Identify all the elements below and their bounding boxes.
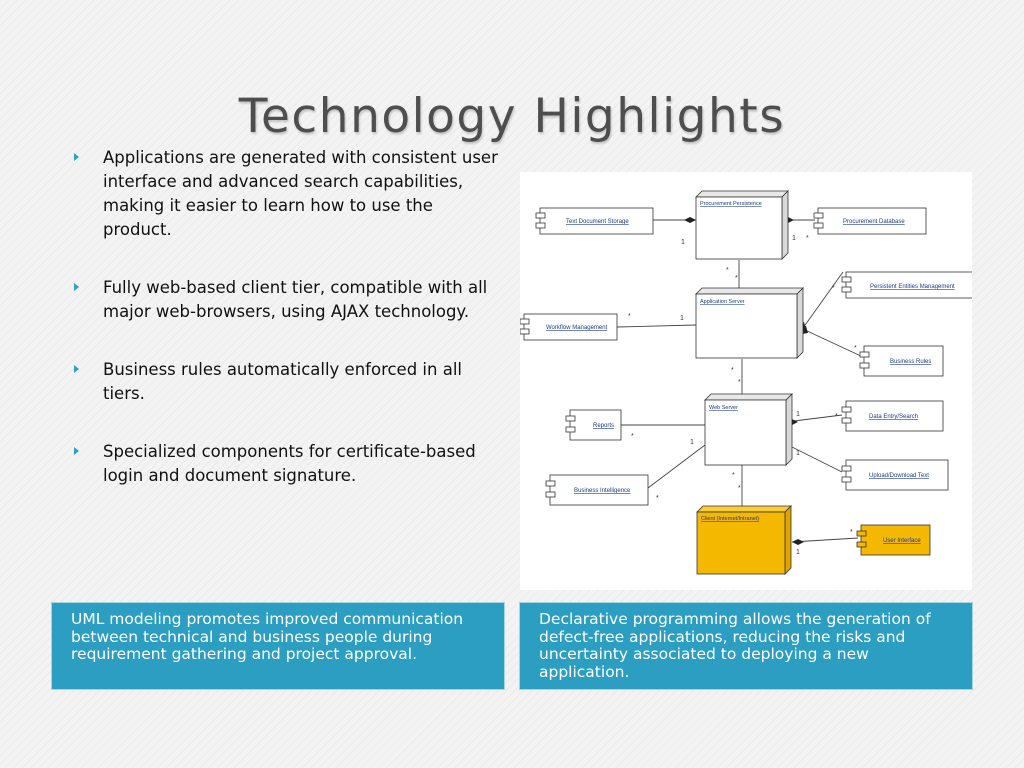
svg-text:*: * [854, 345, 857, 352]
bullet-text: Fully web-based client tier, compatible … [103, 278, 488, 321]
component-persistent-entities-management: Persistent Entities Management [841, 271, 972, 299]
svg-text:*: * [732, 472, 735, 479]
aggregation-diamonds [684, 217, 808, 545]
svg-text:*: * [738, 485, 741, 492]
svg-text:*: * [850, 529, 853, 536]
component-procurement-database: Procurement Database [813, 207, 927, 235]
svg-text:Application Server: Application Server [700, 299, 745, 305]
callout-text: Declarative programming allows the gener… [539, 610, 931, 681]
svg-text:*: * [806, 235, 809, 242]
multiplicity-labels: 1 1 * * * * 1 * 1 * * * 1 * 1 * 1 * * * … [628, 235, 857, 556]
svg-text:*: * [735, 275, 738, 282]
bullet-item: Applications are generated with consiste… [70, 146, 500, 242]
svg-text:Procurement Persistence: Procurement Persistence [700, 201, 762, 207]
connector-lines [616, 219, 864, 543]
component-workflow-management: Workflow Management [520, 313, 618, 341]
callout-text: UML modeling promotes improved communica… [71, 610, 464, 663]
node-client: Client (Internet/Intranet) [696, 505, 792, 575]
svg-text:Business Rules: Business Rules [890, 359, 931, 365]
svg-text:*: * [835, 413, 838, 420]
svg-text:*: * [628, 313, 631, 320]
callout-declarative-programming: Declarative programming allows the gener… [519, 602, 973, 690]
svg-text:1: 1 [690, 439, 694, 446]
node-procurement-persistence: Procurement Persistence [695, 190, 789, 260]
svg-text:Upload/Download Text: Upload/Download Text [869, 473, 929, 479]
svg-text:1: 1 [681, 239, 685, 246]
diagram-canvas: 1 1 * * * * 1 * 1 * * * 1 * 1 * 1 * * * … [520, 190, 972, 575]
triangle-bullet-icon [74, 283, 79, 291]
bullet-item: Fully web-based client tier, compatible … [70, 276, 500, 324]
bullet-text: Business rules automatically enforced in… [103, 360, 462, 403]
svg-text:*: * [738, 379, 741, 386]
svg-text:*: * [726, 267, 729, 274]
node-web-server: Web Server [704, 393, 793, 466]
triangle-bullet-icon [74, 447, 79, 455]
svg-text:*: * [631, 433, 634, 440]
slide-title: Technology Highlights [238, 89, 786, 145]
bullet-text: Applications are generated with consiste… [103, 148, 498, 239]
component-user-interface: User Interface [856, 524, 931, 556]
svg-text:Data Entry/Search: Data Entry/Search [869, 414, 918, 420]
svg-text:Workflow Management: Workflow Management [546, 325, 608, 331]
bullet-item: Business rules automatically enforced in… [70, 358, 500, 406]
svg-text:*: * [731, 367, 734, 374]
svg-text:*: * [656, 495, 659, 502]
bullet-text: Specialized components for certificate-b… [103, 442, 476, 485]
component-text-document-storage: Text Document Storage [535, 207, 654, 235]
svg-text:1: 1 [680, 315, 684, 322]
bullet-list: Applications are generated with consiste… [70, 146, 500, 522]
svg-text:Text Document Storage: Text Document Storage [566, 219, 629, 225]
callout-uml-modeling: UML modeling promotes improved communica… [51, 602, 505, 690]
svg-text:Persistent Entities Management: Persistent Entities Management [870, 284, 955, 290]
component-data-entry-search: Data Entry/Search [841, 400, 944, 432]
svg-text:1: 1 [792, 235, 796, 242]
component-upload-download-text: Upload/Download Text [841, 459, 949, 491]
svg-text:1: 1 [796, 450, 800, 457]
svg-text:*: * [832, 285, 835, 292]
bullet-item: Specialized components for certificate-b… [70, 440, 500, 488]
svg-text:1: 1 [796, 411, 800, 418]
svg-text:Reports: Reports [593, 423, 614, 429]
svg-text:Web Server: Web Server [709, 405, 738, 411]
node-application-server: Application Server [695, 287, 804, 359]
svg-text:Procurement Database: Procurement Database [843, 219, 905, 225]
triangle-bullet-icon [74, 365, 79, 373]
svg-text:1: 1 [796, 549, 800, 556]
svg-text:User Interface: User Interface [883, 538, 921, 544]
svg-text:Client (Internet/Intranet): Client (Internet/Intranet) [701, 516, 759, 522]
component-business-intelligence: Business Intelligence [545, 474, 649, 506]
svg-text:Business Intelligence: Business Intelligence [574, 488, 631, 494]
uml-deployment-diagram: 1 1 * * * * 1 * 1 * * * 1 * 1 * 1 * * * … [520, 172, 972, 590]
triangle-bullet-icon [74, 153, 79, 161]
component-business-rules: Business Rules [859, 345, 944, 377]
component-reports: Reports [565, 409, 622, 441]
